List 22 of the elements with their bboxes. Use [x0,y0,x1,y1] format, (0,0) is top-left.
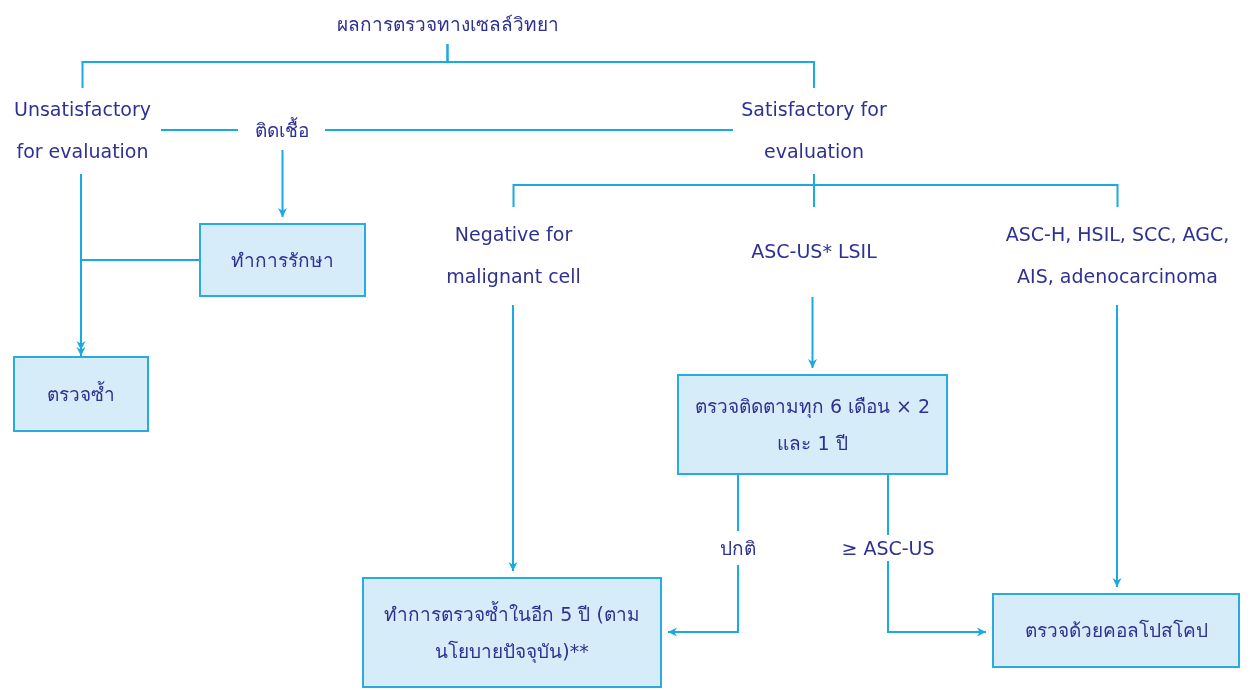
process-box: ทำการตรวจซ้ำในอีก 5 ปี (ตามนโยบายปัจจุบัน)** [362,577,662,688]
arrow [76,259,200,357]
process-box: ตรวจด้วยคอลโปสโคป [992,593,1240,668]
arrow [808,296,817,369]
arrow [1112,304,1122,588]
connector-line [160,129,239,131]
process-box: ตรวจซ้ำ [13,356,149,432]
arrow [887,474,987,637]
text-label: ผลการตรวจทางเซลล์วิทยา [310,6,585,44]
connector-line [446,43,815,89]
text-label: Unsatisfactory for evaluation [4,88,161,174]
text-label: ASC-US* LSIL [740,207,888,297]
text-label: Negative for malignant cell [430,207,597,305]
process-box: ทำการรักษา [199,223,366,297]
connector-line [324,129,734,131]
text-label: ติดเชื้อ [238,112,325,150]
text-label: ASC-H, HSIL, SCC, AGC, AIS, adenocarcinoma [985,207,1250,305]
arrow [278,149,287,218]
connector-line [813,173,1119,208]
process-box: ตรวจติดตามทุก 6 เดือน × 2 และ 1 ปี [677,374,948,475]
arrow [508,304,518,572]
text-label: Satisfactory for evaluation [733,88,895,174]
